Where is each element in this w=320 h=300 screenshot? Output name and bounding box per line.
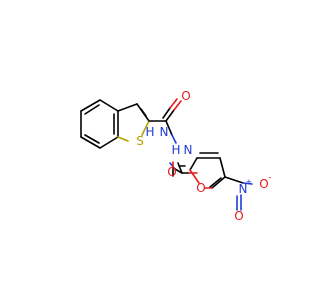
nitro-nitrogen-charge: + bbox=[246, 178, 253, 187]
hydrazide-n-1: N bbox=[160, 125, 169, 139]
nitro-group bbox=[224, 176, 253, 211]
hydrazide-n-2: N bbox=[184, 143, 193, 157]
nitro-nitrogen: N bbox=[239, 182, 248, 196]
molecule-structure-diagram: O S N H N H O O N + O - O bbox=[80, 89, 272, 223]
second-carbonyl bbox=[172, 161, 183, 177]
furan-oxygen: O bbox=[196, 181, 205, 195]
hydrazide-h-2: H bbox=[171, 143, 180, 157]
thiophene-ring bbox=[117, 103, 150, 142]
hydrazide-h-1: H bbox=[145, 125, 154, 139]
nitro-oxygen-charge: - bbox=[269, 173, 272, 182]
benzene-ring bbox=[80, 99, 119, 149]
carbonyl-oxygen-1: O bbox=[181, 89, 190, 103]
furan-ring bbox=[189, 152, 226, 189]
nitro-oxygen-double: O bbox=[234, 209, 243, 223]
nitro-oxygen-minus: O bbox=[259, 177, 268, 191]
carbonyl-oxygen-2: O bbox=[167, 165, 176, 179]
thiophene-sulfur: S bbox=[136, 134, 144, 148]
